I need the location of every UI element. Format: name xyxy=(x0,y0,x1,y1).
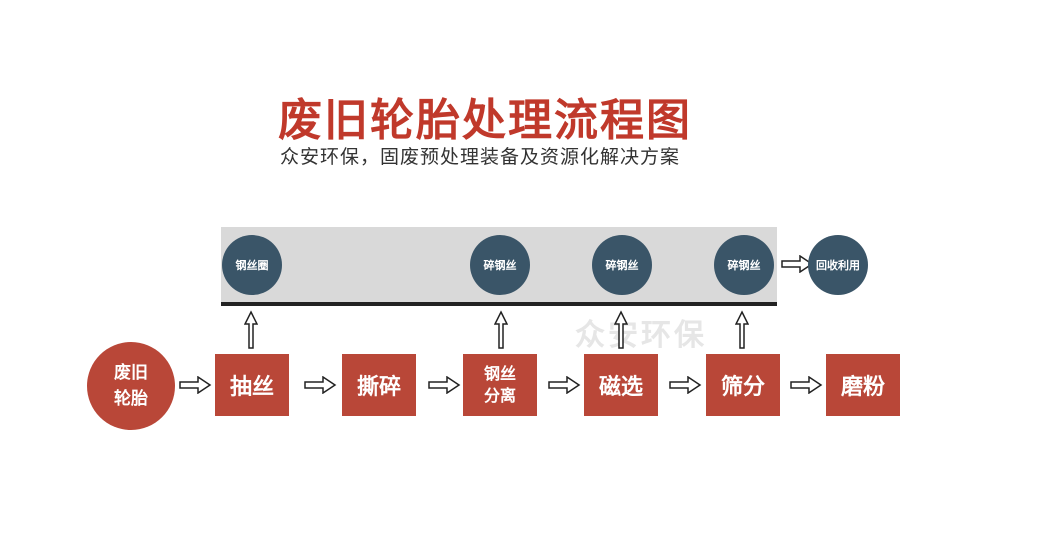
arrow-right-icon xyxy=(781,255,814,273)
arrow-right-icon xyxy=(304,376,337,394)
arrow-right-icon xyxy=(179,376,212,394)
arrow-up-icon xyxy=(614,310,628,349)
step-shredding: 撕碎 xyxy=(342,354,416,416)
byproduct-steel-scrap-2: 碎钢丝 xyxy=(592,235,652,295)
byproduct-steel-ring: 钢丝圈 xyxy=(222,235,282,295)
arrow-up-icon xyxy=(494,310,508,349)
arrow-right-icon xyxy=(669,376,702,394)
arrow-up-icon xyxy=(244,310,258,349)
start-node-label: 废旧轮胎 xyxy=(114,363,148,409)
watermark: 众安环保 xyxy=(575,318,707,353)
step-wire-separation-label: 钢丝分离 xyxy=(483,364,516,405)
byproduct-steel-scrap-3: 碎钢丝 xyxy=(714,235,774,295)
recycle-node: 回收利用 xyxy=(808,235,868,295)
byproduct-steel-scrap-1: 碎钢丝 xyxy=(470,235,530,295)
diagram-subtitle: 众安环保，固废预处理装备及资源化解决方案 xyxy=(280,146,681,168)
arrow-right-icon xyxy=(548,376,581,394)
arrow-up-icon xyxy=(735,310,749,349)
start-node-waste-tire: 废旧轮胎 xyxy=(87,342,175,430)
step-grinding: 磨粉 xyxy=(826,354,900,416)
arrow-right-icon xyxy=(428,376,461,394)
arrow-right-icon xyxy=(790,376,823,394)
diagram-title: 废旧轮胎处理流程图 xyxy=(278,95,692,146)
step-wire-extraction: 抽丝 xyxy=(215,354,289,416)
step-magnetic-separation: 磁选 xyxy=(584,354,658,416)
band-divider-line xyxy=(221,302,777,306)
step-screening: 筛分 xyxy=(706,354,780,416)
step-wire-separation: 钢丝分离 xyxy=(463,354,537,416)
